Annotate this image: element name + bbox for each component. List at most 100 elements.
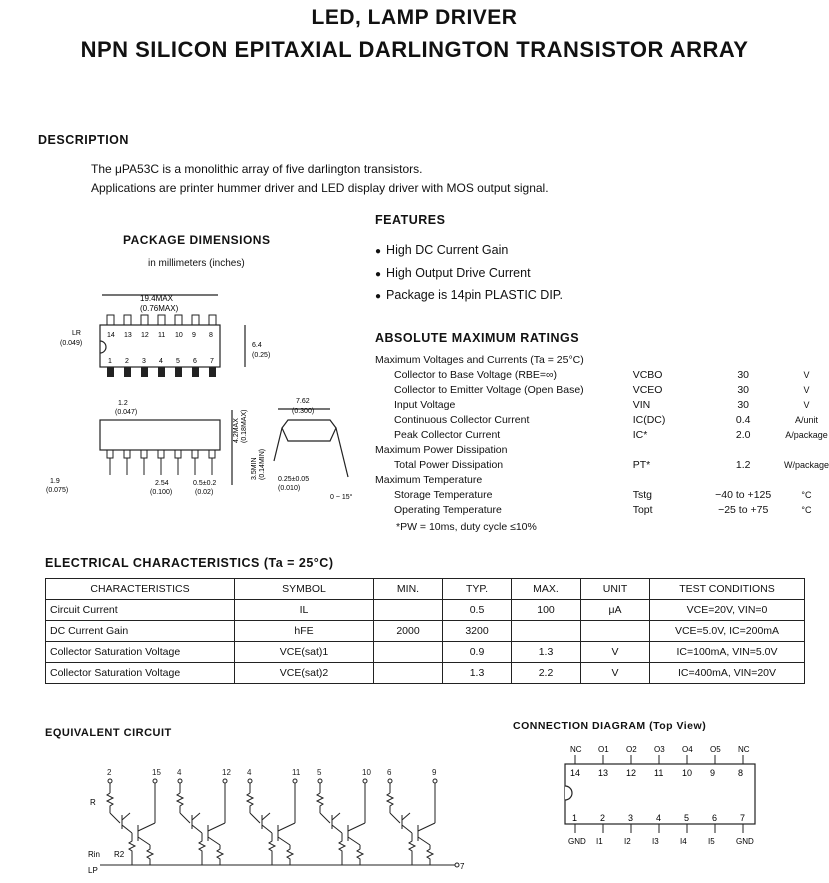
pin-label: 4 — [247, 768, 252, 777]
cell-symbol: VCE(sat)1 — [234, 641, 374, 663]
cell-typ: 0.9 — [442, 641, 512, 663]
transistor-collector — [191, 812, 201, 821]
leads — [106, 449, 216, 475]
package-drawing: 19.4MAX (0.76MAX) LR (0.049) 6.4 (0.25) … — [46, 294, 353, 501]
rating-label: Maximum Voltages and Currents (Ta = 25°C… — [375, 353, 584, 366]
pin-label: 2 — [107, 768, 112, 777]
dim-lead-t-in: (0.010) — [278, 485, 300, 492]
resistor — [175, 792, 185, 813]
package-pin-number: 1 — [108, 358, 112, 365]
package-pin — [208, 314, 217, 326]
dim-angle: 0 ~ 15° — [330, 493, 353, 501]
connection-heading: CONNECTION DIAGRAM (Top View) — [513, 720, 707, 732]
rating-sym: VCBO — [632, 368, 663, 381]
pin-terminal — [317, 778, 323, 784]
rating-label: Continuous Collector Current — [394, 413, 530, 426]
lead-shoulder — [191, 449, 199, 459]
col-unit: UNIT — [580, 578, 650, 600]
wire — [249, 812, 261, 824]
pin-terminal — [432, 778, 438, 784]
label-rin: Rin — [88, 850, 100, 859]
top-pin-number: 10 — [682, 768, 692, 778]
features-list: ●High DC Current Gain ●High Output Drive… — [375, 243, 563, 311]
rating-sym: Tstg — [632, 488, 652, 501]
resistor — [385, 792, 395, 813]
rating-val: 0.4 — [735, 413, 751, 426]
package-heading: PACKAGE DIMENSIONS — [123, 233, 271, 247]
dim-lead-t: 0.25±0.05 — [278, 476, 309, 483]
transistor-collector — [121, 812, 131, 821]
dim-side: 7.62 — [296, 398, 310, 405]
connection-diagram: NC141GNDO1132I1O2123I2O3114I3O4105I4O596… — [564, 745, 756, 846]
pin-label: 11 — [292, 768, 301, 777]
rating-val: −25 to +75 — [718, 503, 769, 516]
cell-unit: V — [580, 641, 650, 663]
package-pin-number: 11 — [158, 332, 165, 339]
resistor — [315, 792, 325, 813]
rating-label: Storage Temperature — [394, 488, 493, 501]
bottom-pin-name: I4 — [680, 837, 687, 846]
cell-max: 1.3 — [511, 641, 581, 663]
dim-w-in: (0.25) — [252, 352, 270, 359]
package-units: in millimeters (inches) — [148, 258, 245, 269]
package-pin — [209, 367, 216, 377]
dim-len: 19.4MAX — [140, 294, 174, 303]
col-characteristics: CHARACTERISTICS — [45, 578, 235, 600]
package-pin-number: 13 — [124, 332, 132, 339]
bottom-pin-number: 6 — [712, 813, 717, 823]
bottom-pin-number: 1 — [572, 813, 577, 823]
resistor — [286, 845, 295, 865]
rating-unit — [784, 442, 829, 457]
top-pin-number: 9 — [710, 768, 715, 778]
resistor — [356, 845, 365, 865]
package-pin-number: 3 — [142, 358, 146, 365]
package-pin-number: 2 — [125, 358, 129, 365]
bottom-pin-number: 4 — [656, 813, 661, 823]
transistor-emitter — [121, 824, 133, 834]
pin-terminal — [177, 778, 183, 784]
cell-min — [373, 662, 443, 684]
transistor-collector — [261, 812, 271, 821]
wire — [109, 812, 121, 824]
top-pin-name: O1 — [598, 745, 609, 754]
rating-row: Collector to Emitter Voltage (Open Base)… — [375, 382, 829, 397]
package-pin — [106, 314, 115, 326]
cell-unit — [580, 620, 650, 642]
cell-unit: V — [580, 662, 650, 684]
ratings-table: Maximum Voltages and Currents (Ta = 25°C… — [375, 352, 829, 517]
package-pin — [191, 314, 200, 326]
top-pin-name: O3 — [654, 745, 665, 754]
dim-tip1-in: (0.075) — [46, 487, 68, 494]
rating-sym: PT* — [632, 458, 651, 471]
lead-shoulder — [106, 449, 114, 459]
dim-len-in: (0.76MAX) — [140, 304, 179, 313]
col-symbol: SYMBOL — [234, 578, 374, 600]
cell-test-condition: IC=400mA, VIN=20V — [649, 662, 805, 684]
col-min: MIN. — [373, 578, 443, 600]
bottom-pin-name: I5 — [708, 837, 715, 846]
description-line2: Applications are printer hummer driver a… — [91, 181, 549, 195]
cell-characteristic: DC Current Gain — [45, 620, 235, 642]
bottom-pin-number: 2 — [600, 813, 605, 823]
pin-terminal — [222, 778, 228, 784]
rating-sym: VIN — [632, 398, 651, 411]
transistor-emitter — [191, 824, 203, 834]
rating-label: Collector to Base Voltage (RBE=∞) — [394, 368, 558, 381]
cell-symbol: VCE(sat)2 — [234, 662, 374, 684]
rating-unit: °C — [801, 489, 812, 500]
transistor-emitter — [417, 836, 431, 846]
rating-label: Operating Temperature — [394, 503, 502, 516]
package-pin-number: 14 — [107, 332, 115, 339]
transistor-emitter — [331, 824, 343, 834]
wire — [389, 812, 401, 824]
package-pin — [141, 367, 148, 377]
rating-val: 30 — [737, 368, 750, 381]
label-lp: LP — [88, 866, 98, 875]
cell-unit: μA — [580, 599, 650, 621]
rating-val: 30 — [737, 398, 750, 411]
pin-label: 6 — [387, 768, 392, 777]
